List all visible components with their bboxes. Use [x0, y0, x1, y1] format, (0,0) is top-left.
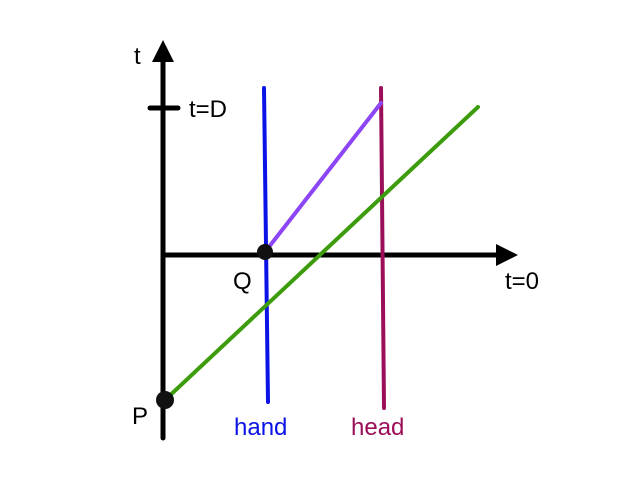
t-zero-arrowhead	[496, 244, 518, 266]
point-p	[156, 391, 174, 409]
t-d-label: t=D	[189, 96, 227, 123]
t-axis-label: t	[134, 43, 141, 70]
head-worldline	[379, 86, 386, 410]
signal-line-q-to-head	[263, 101, 383, 254]
hand-label: hand	[234, 414, 287, 441]
p-label: P	[132, 403, 148, 430]
point-q	[257, 244, 273, 260]
head-label: head	[351, 414, 404, 441]
t-axis-arrowhead	[152, 40, 174, 62]
q-label: Q	[233, 268, 252, 295]
t-zero-label: t=0	[505, 268, 539, 295]
signal-line-from-p	[163, 105, 480, 402]
